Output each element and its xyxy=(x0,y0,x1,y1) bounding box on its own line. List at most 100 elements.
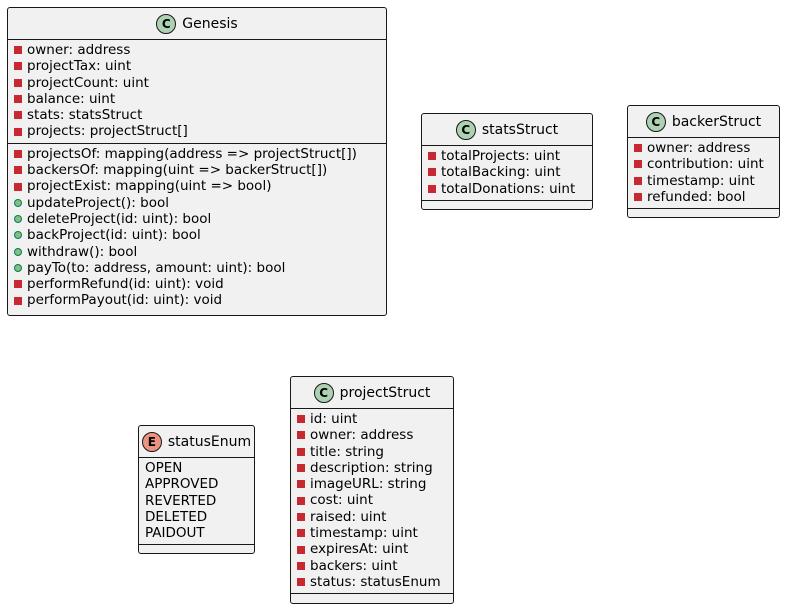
member-row: totalProjects: uint xyxy=(422,148,592,164)
private-visibility-icon xyxy=(297,447,305,456)
member-text: stats: statsStruct xyxy=(27,107,143,124)
private-visibility-icon xyxy=(297,464,305,473)
member-text: projectTax: uint xyxy=(27,58,132,75)
private-visibility-icon xyxy=(297,480,305,489)
methods-section xyxy=(422,201,592,210)
member-row: projects: projectStruct[] xyxy=(8,123,386,139)
member-text: refunded: bool xyxy=(647,188,746,205)
private-visibility-icon xyxy=(428,184,436,193)
member-row: payTo(to: address, amount: uint): bool xyxy=(8,260,386,276)
private-visibility-icon xyxy=(297,529,305,538)
member-row: projectsOf: mapping(address => projectSt… xyxy=(8,146,386,162)
methods-section xyxy=(628,209,779,218)
member-text: projects: projectStruct[] xyxy=(27,123,188,140)
private-visibility-icon xyxy=(14,166,22,175)
private-visibility-icon xyxy=(297,431,305,440)
private-visibility-icon xyxy=(14,127,22,136)
methods-section: projectsOf: mapping(address => projectSt… xyxy=(8,144,386,312)
member-row: title: string xyxy=(291,444,453,460)
member-text: timestamp: uint xyxy=(310,525,418,542)
member-text: imageURL: string xyxy=(310,476,427,493)
private-visibility-icon xyxy=(297,512,305,521)
member-row: projectExist: mapping(uint => bool) xyxy=(8,178,386,194)
enum-value: DELETED xyxy=(145,508,208,525)
class-badge-icon: C xyxy=(645,111,666,132)
class-badge-icon: C xyxy=(156,13,177,34)
public-visibility-icon xyxy=(14,198,22,207)
member-text: status: statusEnum xyxy=(310,573,441,590)
private-visibility-icon xyxy=(297,415,305,424)
member-row: status: statusEnum xyxy=(291,574,453,590)
private-visibility-icon xyxy=(14,46,22,55)
member-text: performRefund(id: uint): void xyxy=(27,276,224,293)
member-text: owner: address xyxy=(27,42,131,58)
class-title: backerStruct xyxy=(671,113,762,130)
enum-title: statusEnum xyxy=(167,433,252,450)
member-text: raised: uint xyxy=(310,508,387,525)
private-visibility-icon xyxy=(14,95,22,104)
class-header: C statsStruct xyxy=(422,114,592,146)
class-badge-icon: C xyxy=(313,382,334,403)
class-title: projectStruct xyxy=(339,384,431,401)
member-row: backersOf: mapping(uint => backerStruct[… xyxy=(8,162,386,178)
member-text: totalDonations: uint xyxy=(441,180,576,197)
public-visibility-icon xyxy=(14,264,22,272)
member-row: cost: uint xyxy=(291,492,453,508)
private-visibility-icon xyxy=(14,78,22,87)
member-text: performPayout(id: uint): void xyxy=(27,292,223,309)
class-title: Genesis xyxy=(182,15,238,32)
member-row: performPayout(id: uint): void xyxy=(8,292,386,308)
member-row: contribution: uint xyxy=(628,156,779,172)
member-text: payTo(to: address, amount: uint): bool xyxy=(27,259,286,276)
enum-value: APPROVED xyxy=(145,476,219,493)
member-text: backProject(id: uint): bool xyxy=(27,227,201,244)
member-row: balance: uint xyxy=(8,91,386,107)
member-text: backersOf: mapping(uint => backerStruct[… xyxy=(27,162,328,179)
member-row: projectCount: uint xyxy=(8,75,386,91)
member-text: owner: address xyxy=(647,140,751,156)
public-visibility-icon xyxy=(14,247,22,256)
private-visibility-icon xyxy=(14,296,22,305)
member-row: backProject(id: uint): bool xyxy=(8,227,386,243)
public-visibility-icon xyxy=(14,215,22,224)
class-header: C backerStruct xyxy=(628,106,779,138)
member-text: totalBacking: uint xyxy=(441,164,561,181)
public-visibility-icon xyxy=(14,231,22,240)
member-row: id: uint xyxy=(291,411,453,427)
private-visibility-icon xyxy=(634,160,642,169)
class-badge-icon: C xyxy=(455,119,476,140)
private-visibility-icon xyxy=(297,578,305,587)
member-row: imageURL: string xyxy=(291,476,453,492)
private-visibility-icon xyxy=(297,561,305,570)
private-visibility-icon xyxy=(14,62,22,71)
private-visibility-icon xyxy=(634,144,642,153)
member-text: projectsOf: mapping(address => projectSt… xyxy=(27,145,357,162)
member-text: projectCount: uint xyxy=(27,74,149,91)
private-visibility-icon xyxy=(297,545,305,554)
member-row: withdraw(): bool xyxy=(8,244,386,260)
member-row: performRefund(id: uint): void xyxy=(8,276,386,292)
member-row: backers: uint xyxy=(291,558,453,574)
member-text: updateProject(): bool xyxy=(27,194,169,211)
member-row: owner: address xyxy=(8,42,386,58)
private-visibility-icon xyxy=(634,176,642,185)
member-row: totalDonations: uint xyxy=(422,181,592,197)
member-text: deleteProject(id: uint): bool xyxy=(27,210,212,227)
private-visibility-icon xyxy=(428,168,436,177)
private-visibility-icon xyxy=(14,111,22,120)
member-text: description: string xyxy=(310,459,433,476)
member-row: deleteProject(id: uint): bool xyxy=(8,211,386,227)
member-row: description: string xyxy=(291,460,453,476)
member-text: owner: address xyxy=(310,427,414,444)
class-header: C projectStruct xyxy=(291,377,453,409)
member-text: id: uint xyxy=(310,411,358,427)
